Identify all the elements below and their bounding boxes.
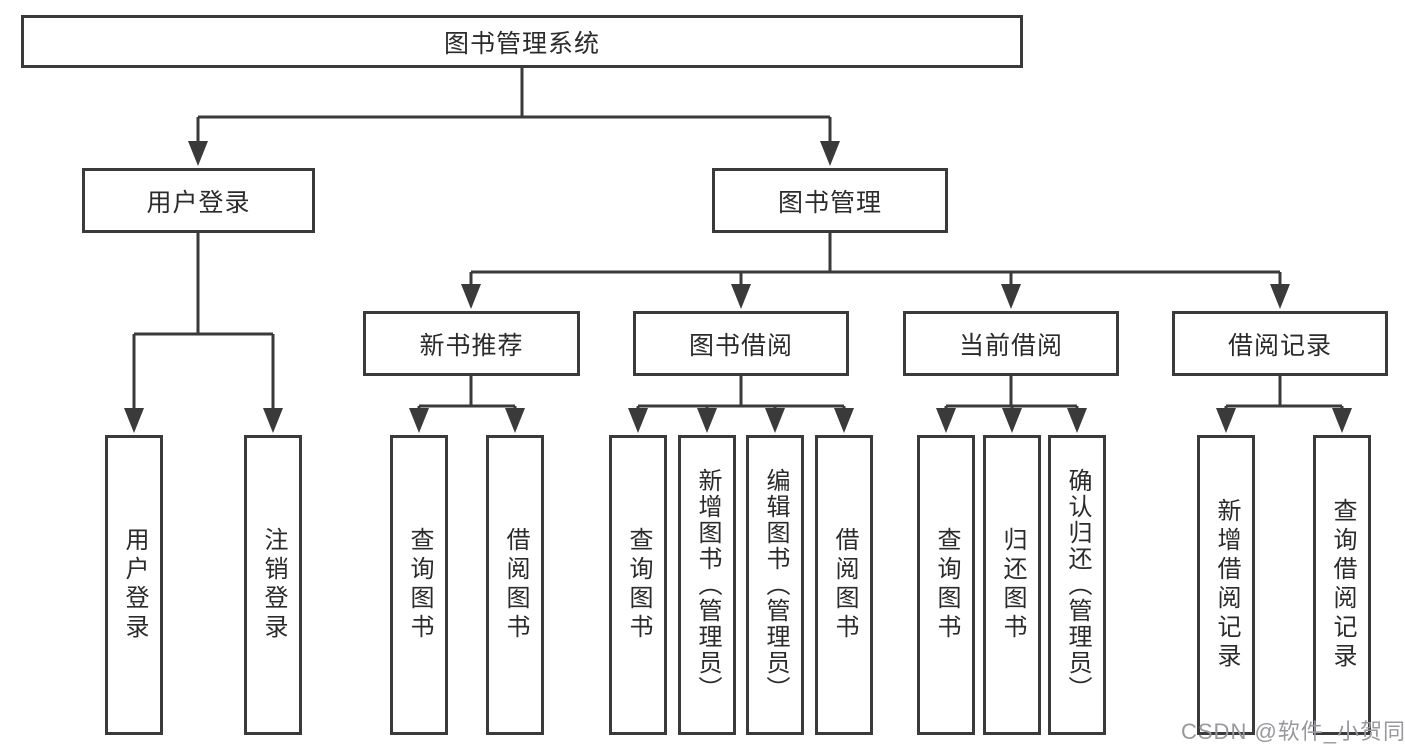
node-current-borrow: 当前借阅 xyxy=(903,311,1119,376)
leaf-return-books: 归还图书 xyxy=(983,435,1041,735)
node-book-borrow: 图书借阅 xyxy=(633,311,849,376)
arrowhead-icon xyxy=(1270,284,1290,309)
arrowhead-icon xyxy=(765,408,785,433)
arrowhead-icon xyxy=(834,408,854,433)
leaf-logout: 注销登录 xyxy=(244,435,302,735)
leaf-borrow-books-recommend: 借阅图书 xyxy=(486,435,544,735)
leaf-add-books-admin: 新增图书（管理员） xyxy=(678,435,736,735)
leaf-add-borrow-record: 新增借阅记录 xyxy=(1197,435,1255,735)
arrowhead-icon xyxy=(124,408,144,433)
node-user-login: 用户登录 xyxy=(82,168,315,233)
arrowhead-icon xyxy=(188,141,208,166)
node-borrow-records: 借阅记录 xyxy=(1172,311,1388,376)
csdn-watermark: CSDN @软件_小贺同学 xyxy=(1181,719,1405,744)
leaf-query-books-current-label: 查询图书 xyxy=(933,527,960,643)
arrowhead-icon xyxy=(1332,408,1352,433)
arrowhead-icon xyxy=(505,408,525,433)
leaf-query-books-borrow: 查询图书 xyxy=(609,435,667,735)
arrowhead-icon xyxy=(461,284,481,309)
leaf-user-login: 用户登录 xyxy=(105,435,163,735)
node-borrow-records-label: 借阅记录 xyxy=(1227,331,1332,360)
leaf-logout-label: 注销登录 xyxy=(260,527,287,643)
arrowhead-icon xyxy=(820,141,840,166)
leaf-query-books-recommend: 查询图书 xyxy=(390,435,448,735)
arrowhead-icon xyxy=(409,408,429,433)
node-user-login-label: 用户登录 xyxy=(146,188,251,217)
leaf-query-borrow-record: 查询借阅记录 xyxy=(1313,435,1371,735)
node-new-book-recommend-label: 新书推荐 xyxy=(419,331,524,360)
node-book-management: 图书管理 xyxy=(712,168,948,233)
node-root-label: 图书管理系统 xyxy=(443,29,600,58)
arrowhead-icon xyxy=(936,408,956,433)
arrowhead-icon xyxy=(263,408,283,433)
leaf-query-borrow-record-label: 查询借阅记录 xyxy=(1329,498,1356,672)
arrowhead-icon xyxy=(628,408,648,433)
node-current-borrow-label: 当前借阅 xyxy=(958,331,1063,360)
node-new-book-recommend: 新书推荐 xyxy=(363,311,580,376)
arrowhead-icon xyxy=(697,408,717,433)
leaf-user-login-label: 用户登录 xyxy=(121,527,148,643)
arrowhead-icon xyxy=(1067,408,1087,433)
arrowheads xyxy=(124,141,1352,433)
leaf-borrow-books-recommend-label: 借阅图书 xyxy=(502,527,529,643)
leaf-query-books-borrow-label: 查询图书 xyxy=(625,527,652,643)
leaf-add-borrow-record-label: 新增借阅记录 xyxy=(1213,498,1240,672)
arrowhead-icon xyxy=(1002,408,1022,433)
arrowhead-icon xyxy=(731,284,751,309)
arrowhead-icon xyxy=(1216,408,1236,433)
leaf-edit-books-admin-label: 编辑图书（管理员） xyxy=(762,468,789,702)
leaf-edit-books-admin: 编辑图书（管理员） xyxy=(746,435,804,735)
arrowhead-icon xyxy=(1001,284,1021,309)
node-book-borrow-label: 图书借阅 xyxy=(688,331,793,360)
leaf-query-books-recommend-label: 查询图书 xyxy=(406,527,433,643)
node-root: 图书管理系统 xyxy=(21,15,1023,68)
leaf-borrow-books-label: 借阅图书 xyxy=(831,527,858,643)
leaf-query-books-current: 查询图书 xyxy=(917,435,975,735)
node-book-management-label: 图书管理 xyxy=(777,188,882,217)
leaf-borrow-books: 借阅图书 xyxy=(815,435,873,735)
leaf-return-books-label: 归还图书 xyxy=(999,527,1026,643)
leaf-add-books-admin-label: 新增图书（管理员） xyxy=(694,468,721,702)
leaf-confirm-return-admin-label: 确认归还（管理员） xyxy=(1064,468,1091,702)
leaf-confirm-return-admin: 确认归还（管理员） xyxy=(1048,435,1106,735)
